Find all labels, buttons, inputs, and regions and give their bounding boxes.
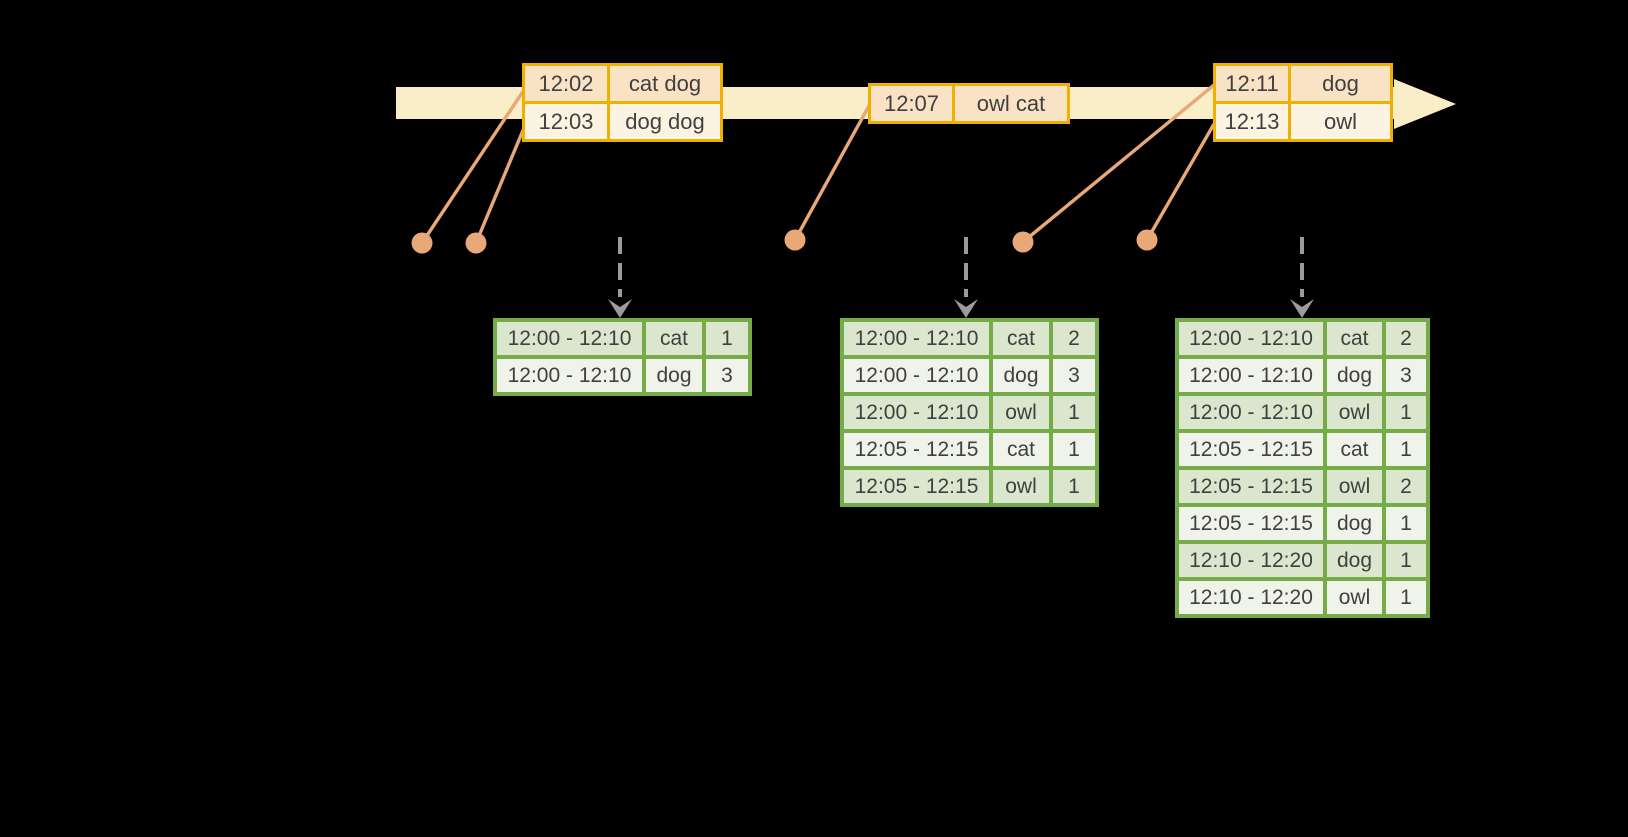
result-word: owl [993,470,1049,503]
result-count: 1 [1386,396,1426,429]
result-count: 1 [1386,581,1426,614]
trigger-arrow-icon [1290,237,1314,318]
event-words: cat dog [610,66,720,101]
result-word: dog [1327,507,1382,540]
result-count: 2 [1386,470,1426,503]
event-time: 12:13 [1216,104,1288,139]
event-dot [1136,229,1158,251]
result-window: 12:00 - 12:10 [497,322,642,355]
result-word: owl [993,396,1049,429]
event-words: owl [1291,104,1390,139]
result-word: cat [646,322,702,355]
result-window: 12:05 - 12:15 [844,470,989,503]
result-window: 12:00 - 12:10 [844,359,989,392]
result-window: 12:00 - 12:10 [497,359,642,392]
result-count: 1 [706,322,748,355]
result-word: owl [1327,470,1382,503]
result-window: 12:00 - 12:10 [1179,396,1323,429]
event-words: dog [1291,66,1390,101]
result-window: 12:00 - 12:10 [1179,322,1323,355]
trigger-arrow-icon [608,237,632,318]
event-time: 12:11 [1216,66,1288,101]
result-count: 2 [1053,322,1095,355]
result-window: 12:05 - 12:15 [844,433,989,466]
result-window: 12:05 - 12:15 [1179,433,1323,466]
event-words: owl cat [955,86,1067,121]
result-window: 12:05 - 12:15 [1179,507,1323,540]
connector-line [1145,123,1216,241]
result-count: 3 [1053,359,1095,392]
event-batch-table-3: 12:11 dog 12:13 owl [1213,63,1393,142]
result-word: cat [993,433,1049,466]
timeline-arrowhead-icon [1394,79,1456,129]
result-count: 3 [1386,359,1426,392]
event-dot [1012,231,1034,253]
result-window: 12:00 - 12:10 [844,396,989,429]
trigger-arrow-icon [954,237,978,318]
event-dot [411,232,433,254]
connector-line [474,127,526,244]
result-window: 12:00 - 12:10 [844,322,989,355]
result-word: dog [1327,544,1382,577]
event-time: 12:07 [871,86,952,121]
result-word: owl [1327,396,1382,429]
event-time: 12:03 [525,104,607,139]
result-word: cat [993,322,1049,355]
result-count: 1 [1053,433,1095,466]
event-batch-table-2: 12:07 owl cat [868,83,1070,124]
result-count: 1 [1386,507,1426,540]
event-time: 12:02 [525,66,607,101]
result-count: 1 [1386,544,1426,577]
result-table-3: 12:00 - 12:10 cat 2 12:00 - 12:10 dog 3 … [1175,318,1430,618]
connector-line [793,103,872,241]
result-window: 12:05 - 12:15 [1179,470,1323,503]
result-word: owl [1327,581,1382,614]
event-dots [411,229,1158,254]
result-word: cat [1327,322,1382,355]
result-window: 12:10 - 12:20 [1179,581,1323,614]
result-word: dog [1327,359,1382,392]
result-window: 12:00 - 12:10 [1179,359,1323,392]
event-batch-table-1: 12:02 cat dog 12:03 dog dog [522,63,723,142]
result-table-2: 12:00 - 12:10 cat 2 12:00 - 12:10 dog 3 … [840,318,1099,507]
result-count: 2 [1386,322,1426,355]
result-count: 1 [1053,470,1095,503]
result-word: cat [1327,433,1382,466]
result-word: dog [993,359,1049,392]
event-words: dog dog [610,104,720,139]
result-table-1: 12:00 - 12:10 cat 1 12:00 - 12:10 dog 3 [493,318,752,396]
event-dot [784,229,806,251]
result-word: dog [646,359,702,392]
result-count: 3 [706,359,748,392]
result-count: 1 [1386,433,1426,466]
event-dot [465,232,487,254]
result-window: 12:10 - 12:20 [1179,544,1323,577]
result-count: 1 [1053,396,1095,429]
